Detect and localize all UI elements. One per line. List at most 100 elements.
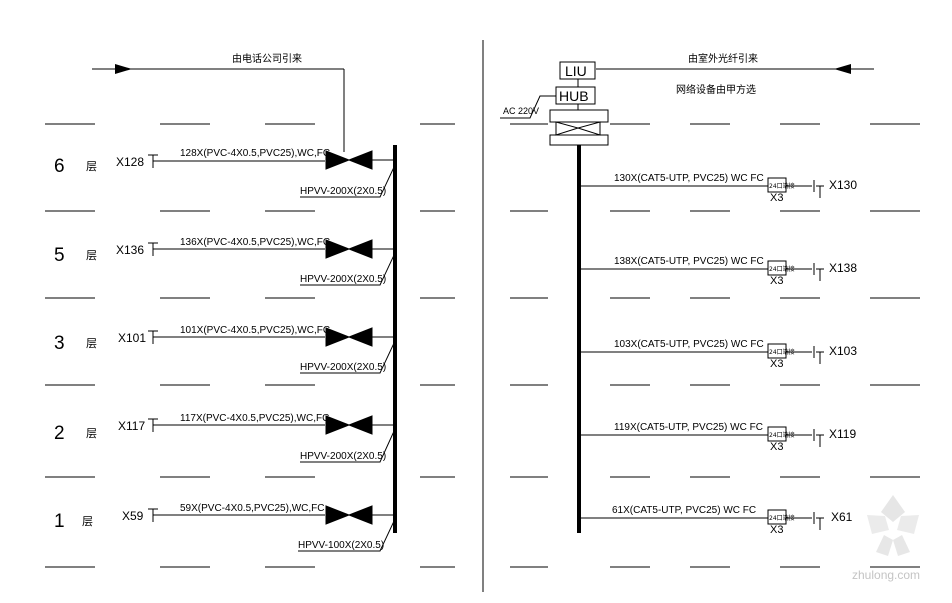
outlet-icon xyxy=(148,418,325,432)
telephone-incoming-line: 由电话公司引来 xyxy=(92,52,345,152)
hpvv-spec: HPVV-200X(2X0.5) xyxy=(300,186,386,197)
watermark-logo-icon xyxy=(867,495,919,556)
outlet-count-label: X119 xyxy=(829,427,856,441)
patch-panel-icon xyxy=(549,109,609,146)
outlet-icon xyxy=(148,330,325,344)
patch-box xyxy=(767,260,787,276)
cable-spec: 130X(CAT5-UTP, PVC25) WC FC xyxy=(614,173,764,184)
hpvv-spec: HPVV-100X(2X0.5) xyxy=(298,540,384,551)
box-count: X3 xyxy=(770,275,783,287)
outlet-count-label: X59 xyxy=(122,509,144,523)
outlet-count-label: X117 xyxy=(118,419,145,433)
cable-spec: 101X(PVC-4X0.5,PVC25),WC,FC xyxy=(180,325,330,336)
arrow-left-icon xyxy=(834,64,851,74)
power-feed: AC 220V xyxy=(500,95,556,119)
data-row: 119X(CAT5-UTP, PVC25) WC FC 24口端接 X3 X11… xyxy=(581,422,856,453)
box-count: X3 xyxy=(770,441,783,453)
floor-row-5: 5 层 X136 136X(PVC-4X0.5,PVC25),WC,FC HPV… xyxy=(54,237,396,286)
floor-row-6: 6 层 X128 128X(PVC-4X0.5,PVC25),WC,FC HPV… xyxy=(54,148,396,198)
floor-suffix: 层 xyxy=(86,427,97,440)
svg-text:LIU: LIU xyxy=(565,63,587,79)
cable-spec: 119X(CAT5-UTP, PVC25) WC FC xyxy=(614,422,763,433)
cable-spec: 59X(PVC-4X0.5,PVC25),WC,FC xyxy=(180,503,325,514)
patch-box xyxy=(767,343,787,359)
outlet-icon xyxy=(148,508,325,522)
junction-box-icon xyxy=(347,150,373,170)
box-count: X3 xyxy=(770,192,783,204)
watermark-text: zhulong.com xyxy=(852,568,920,582)
box-count: X3 xyxy=(770,524,783,536)
patch-box-label: 24口端接 xyxy=(769,431,795,439)
floor-lines-left xyxy=(45,123,455,568)
floor-suffix: 层 xyxy=(86,249,97,262)
floor-suffix: 层 xyxy=(86,160,97,173)
cable-spec: 61X(CAT5-UTP, PVC25) WC FC xyxy=(612,505,756,516)
power-label: AC 220V xyxy=(503,106,539,116)
patch-box-label: 24口端接 xyxy=(769,514,795,522)
arrow-right-icon xyxy=(115,64,132,74)
data-row: 130X(CAT5-UTP, PVC25) WC FC 24口端接 X3 X13… xyxy=(581,173,857,204)
hub-box: HUB xyxy=(555,86,596,105)
outlet-count-label: X61 xyxy=(831,510,853,524)
box-count: X3 xyxy=(770,358,783,370)
floor-number: 1 xyxy=(54,511,65,532)
outlet-icon xyxy=(813,346,824,364)
patch-box xyxy=(767,509,787,525)
floor-row-1: 1 层 X59 59X(PVC-4X0.5,PVC25),WC,FC HPVV-… xyxy=(54,503,396,552)
fiber-incoming-line: 由室外光纤引来 网络设备由甲方选 xyxy=(596,52,874,96)
cable-spec: 117X(PVC-4X0.5,PVC25),WC,FC xyxy=(180,413,329,424)
floor-number: 5 xyxy=(54,245,65,266)
telephone-source-caption: 由电话公司引来 xyxy=(232,52,302,65)
cable-spec: 138X(CAT5-UTP, PVC25) WC FC xyxy=(614,256,764,267)
cable-spec: 128X(PVC-4X0.5,PVC25),WC,FC xyxy=(180,148,330,159)
outlet-count-label: X136 xyxy=(116,243,144,257)
network-equipment-note: 网络设备由甲方选 xyxy=(676,83,756,96)
data-row: 138X(CAT5-UTP, PVC25) WC FC 24口端接 X3 X13… xyxy=(581,256,857,287)
floor-suffix: 层 xyxy=(86,337,97,350)
outlet-icon xyxy=(148,154,325,168)
data-row: 103X(CAT5-UTP, PVC25) WC FC 24口端接 X3 X10… xyxy=(581,339,857,370)
patch-box xyxy=(767,177,787,193)
junction-box-icon xyxy=(347,505,373,525)
telephone-riser-bar xyxy=(393,145,397,533)
outlet-icon xyxy=(148,242,325,256)
fiber-source-caption: 由室外光纤引来 xyxy=(688,52,758,65)
outlet-icon xyxy=(813,263,824,281)
junction-box-icon xyxy=(325,150,351,170)
floor-number: 2 xyxy=(54,423,65,444)
cable-spec: 136X(PVC-4X0.5,PVC25),WC,FC xyxy=(180,237,330,248)
patch-box-label: 24口端接 xyxy=(769,182,795,190)
patch-box-label: 24口端接 xyxy=(769,265,795,273)
junction-box-icon xyxy=(325,505,351,525)
data-riser-bar xyxy=(577,145,581,533)
hpvv-spec: HPVV-200X(2X0.5) xyxy=(300,362,386,373)
liu-box: LIU xyxy=(559,61,596,80)
data-row: 61X(CAT5-UTP, PVC25) WC FC 24口端接 X3 X61 xyxy=(581,505,853,536)
junction-box-icon xyxy=(347,239,373,259)
outlet-count-label: X128 xyxy=(116,155,144,169)
hpvv-spec: HPVV-200X(2X0.5) xyxy=(300,451,386,462)
floor-row-2: 2 层 X117 117X(PVC-4X0.5,PVC25),WC,FC HPV… xyxy=(54,413,396,463)
hpvv-spec: HPVV-200X(2X0.5) xyxy=(300,274,386,285)
outlet-icon xyxy=(813,429,824,447)
junction-box-icon xyxy=(347,327,373,347)
patch-box-label: 24口端接 xyxy=(769,348,795,356)
junction-box-icon xyxy=(325,239,351,259)
svg-text:HUB: HUB xyxy=(559,88,589,104)
floor-row-3: 3 层 X101 101X(PVC-4X0.5,PVC25),WC,FC HPV… xyxy=(54,325,396,374)
patch-box xyxy=(767,426,787,442)
junction-box-icon xyxy=(347,415,373,435)
outlet-count-label: X101 xyxy=(118,331,146,345)
outlet-count-label: X138 xyxy=(829,261,857,275)
outlet-icon xyxy=(813,512,824,530)
junction-box-icon xyxy=(325,415,351,435)
outlet-count-label: X130 xyxy=(829,178,857,192)
floor-number: 3 xyxy=(54,333,65,354)
outlet-icon xyxy=(813,180,824,198)
outlet-count-label: X103 xyxy=(829,344,857,358)
cable-spec: 103X(CAT5-UTP, PVC25) WC FC xyxy=(614,339,764,350)
junction-box-icon xyxy=(325,327,351,347)
floor-suffix: 层 xyxy=(82,515,93,528)
floor-number: 6 xyxy=(54,156,65,177)
